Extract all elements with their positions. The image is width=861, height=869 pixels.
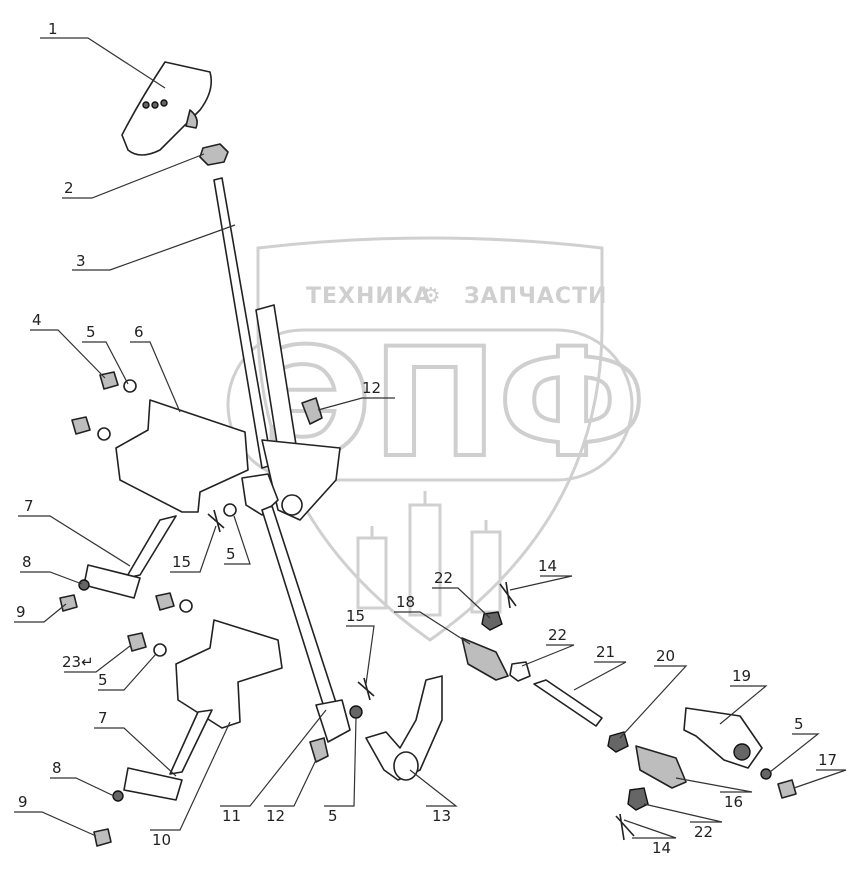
callout-5-e: 5	[328, 807, 338, 825]
part-washer-5b	[223, 503, 237, 517]
wheat-icon	[356, 491, 502, 617]
callout-21: 21	[596, 643, 615, 661]
part-bolt-9a	[59, 594, 78, 612]
part-shaft-bracket	[365, 675, 443, 781]
part-pin-14a	[499, 581, 517, 609]
callout-16: 16	[724, 793, 743, 811]
callout-23: 23↵	[62, 653, 94, 671]
part-bolt-23	[127, 632, 147, 652]
part-fitting-18	[461, 637, 509, 681]
callout-10: 10	[152, 831, 171, 849]
part-washer-5a	[123, 379, 137, 393]
part-knob	[121, 61, 213, 156]
part-threaded-rod	[533, 679, 603, 727]
part-end-hole	[733, 743, 751, 761]
part-bolt-9b	[93, 828, 112, 847]
part-washer-5d	[760, 768, 772, 780]
part-washer-5e	[349, 705, 363, 719]
callout-4: 4	[32, 311, 42, 329]
callout-7-upper: 7	[24, 497, 34, 515]
callout-15-b: 15	[346, 607, 365, 625]
part-plate-upper	[83, 564, 141, 599]
callout-22-b: 22	[548, 626, 567, 644]
callout-7-lower: 7	[98, 709, 108, 727]
gear-icon: ⚙	[421, 284, 442, 309]
watermark-top-left: ТЕХНИКА	[306, 284, 432, 309]
part-link-fork	[315, 699, 351, 743]
callout-5-c: 5	[98, 671, 108, 689]
callout-8-upper: 8	[22, 553, 32, 571]
part-bolt-17	[777, 779, 797, 799]
part-link-rod	[261, 505, 341, 721]
part-end-bracket	[683, 707, 763, 769]
callout-13: 13	[432, 807, 451, 825]
part-nut-22b	[509, 661, 531, 682]
part-washer-5a2	[97, 427, 111, 441]
part-nut-20	[607, 731, 629, 753]
part-pin-plate-lower	[169, 709, 213, 775]
part-bolt-4	[99, 371, 119, 390]
callout-9-upper: 9	[16, 603, 26, 621]
callout-15-a: 15	[172, 553, 191, 571]
callout-1: 1	[48, 20, 58, 38]
callout-20: 20	[656, 647, 675, 665]
part-bolt-23b	[155, 592, 175, 611]
callout-5-a: 5	[86, 323, 96, 341]
callout-3: 3	[76, 252, 86, 270]
part-lever-bracket	[261, 439, 341, 521]
callout-11: 11	[222, 807, 241, 825]
part-plate-lower	[123, 767, 183, 801]
callout-2: 2	[64, 179, 74, 197]
part-pin-plate-upper	[125, 515, 177, 579]
callout-17: 17	[818, 751, 837, 769]
callout-18: 18	[396, 593, 415, 611]
callout-12-top: 12	[362, 379, 381, 397]
part-bolt-4b	[71, 416, 91, 435]
callout-14-a: 14	[538, 557, 557, 575]
part-pin-15b	[357, 677, 375, 701]
part-washer-8b	[112, 790, 124, 802]
part-bolt-top	[301, 397, 323, 425]
part-nut-22a	[481, 611, 503, 631]
part-bracket-lower	[175, 619, 283, 729]
leader-lines	[14, 37, 847, 839]
callout-22-c: 22	[694, 823, 713, 841]
callout-22-a: 22	[434, 569, 453, 587]
part-nut-22c	[627, 787, 649, 811]
callout-9-lower: 9	[18, 793, 28, 811]
callout-labels: 1 2 3 4 5 6 12 7 8 9 15 5 22 14 18 15 22…	[16, 20, 837, 857]
callout-12-bottom: 12	[266, 807, 285, 825]
part-shaft-hole	[393, 751, 419, 781]
part-washer-5c	[153, 643, 167, 657]
callout-6: 6	[134, 323, 144, 341]
part-washer-8a	[78, 579, 90, 591]
callout-19: 19	[732, 667, 751, 685]
watermark-top-right: ЗАПЧАСТИ	[464, 284, 607, 309]
part-bracket-upper	[115, 399, 249, 513]
watermark-logo-frame	[226, 328, 634, 482]
part-nut	[199, 143, 229, 166]
part-pin-14b	[615, 813, 635, 841]
part-bracket-hole	[281, 494, 303, 516]
callout-14-b: 14	[652, 839, 671, 857]
part-washer-5c2	[179, 599, 193, 613]
part-pin-15a	[207, 509, 225, 533]
callout-5-b: 5	[226, 545, 236, 563]
callout-8-lower: 8	[52, 759, 62, 777]
callout-5-d: 5	[794, 715, 804, 733]
part-fitting-16	[635, 745, 687, 789]
part-bolt-12b	[309, 737, 329, 763]
